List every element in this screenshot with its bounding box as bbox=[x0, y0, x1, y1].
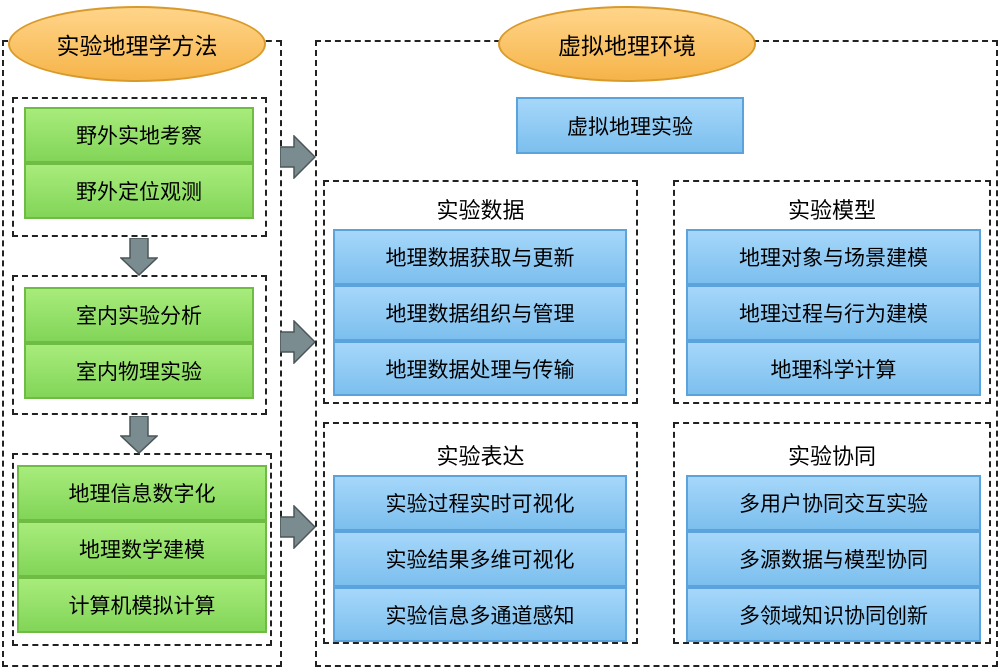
panel-experiment-data bbox=[323, 180, 638, 404]
environment-title: 虚拟地理环境 bbox=[498, 6, 756, 82]
panel-item: 多源数据与模型协同 bbox=[686, 531, 981, 587]
right-arrow-icon bbox=[280, 320, 316, 364]
panel-experiment-model bbox=[673, 180, 991, 404]
virtual-experiment-box: 虚拟地理实验 bbox=[516, 97, 744, 154]
panel-experiment-expression bbox=[323, 422, 638, 644]
panel-item: 实验结果多维可视化 bbox=[333, 531, 627, 587]
panel-title: 实验模型 bbox=[787, 199, 876, 224]
panel-item: 多用户协同交互实验 bbox=[686, 475, 981, 531]
panel-experiment-collaboration bbox=[673, 422, 991, 644]
panel-item: 地理数据获取与更新 bbox=[333, 229, 627, 285]
methods-group-2 bbox=[12, 275, 267, 415]
methods-title: 实验地理学方法 bbox=[8, 6, 266, 82]
panel-item: 实验信息多通道感知 bbox=[333, 587, 627, 642]
panel-title: 实验表达 bbox=[436, 445, 525, 470]
method-item: 地理信息数字化 bbox=[17, 465, 267, 521]
panel-item: 地理科学计算 bbox=[686, 341, 981, 396]
panel-item: 地理数据处理与传输 bbox=[333, 341, 627, 396]
method-item: 地理数学建模 bbox=[17, 521, 267, 577]
down-arrow-icon bbox=[120, 238, 158, 276]
panel-item: 实验过程实时可视化 bbox=[333, 475, 627, 531]
panel-item: 地理数据组织与管理 bbox=[333, 285, 627, 341]
method-item: 野外实地考察 bbox=[24, 107, 254, 163]
method-item: 室内实验分析 bbox=[24, 287, 254, 343]
methods-group-3 bbox=[12, 453, 272, 646]
panel-item: 地理过程与行为建模 bbox=[686, 285, 981, 341]
panel-title: 实验数据 bbox=[436, 199, 525, 224]
panel-item: 地理对象与场景建模 bbox=[686, 229, 981, 285]
method-item: 计算机模拟计算 bbox=[17, 577, 267, 633]
panel-title: 实验协同 bbox=[787, 445, 876, 470]
right-arrow-icon bbox=[280, 505, 316, 549]
right-arrow-icon bbox=[280, 135, 316, 179]
down-arrow-icon bbox=[120, 416, 158, 454]
method-item: 室内物理实验 bbox=[24, 343, 254, 399]
method-item: 野外定位观测 bbox=[24, 163, 254, 219]
panel-item: 多领域知识协同创新 bbox=[686, 587, 981, 642]
methods-group-1 bbox=[12, 97, 267, 237]
